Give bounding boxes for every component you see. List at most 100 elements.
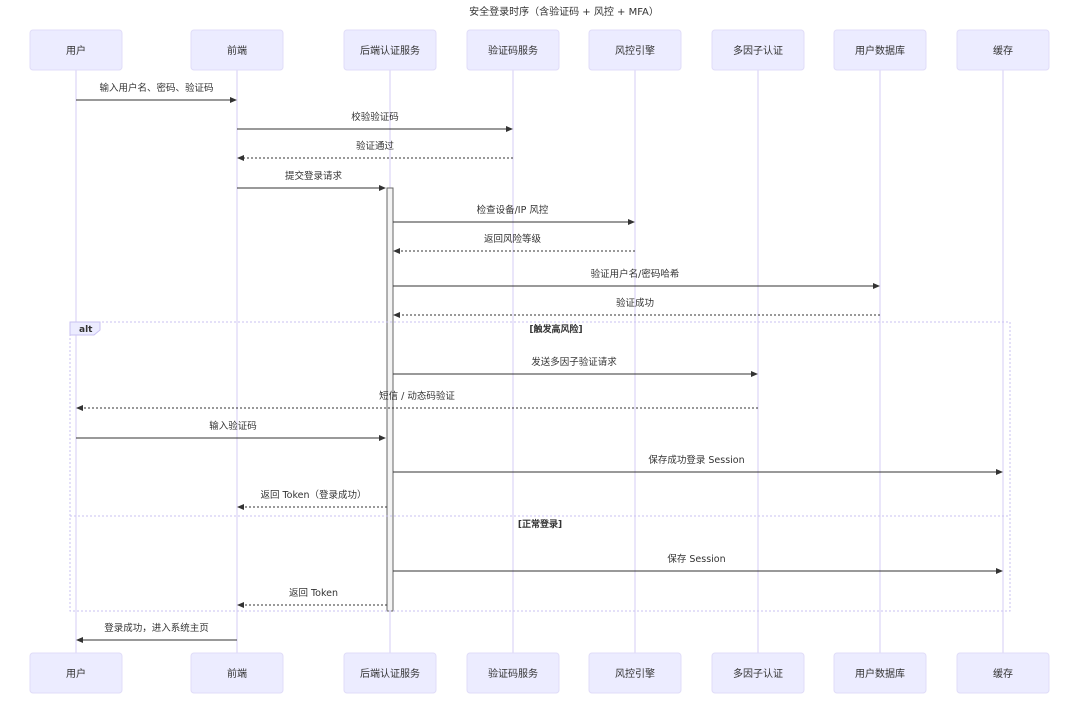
arrowhead-icon [873,283,880,289]
participant-label: 后端认证服务 [360,44,420,57]
participant-box [588,652,682,694]
alt-condition-high-risk: [触发高风险] [529,323,582,335]
participant-top: 后端认证服务 [343,29,437,71]
arrowhead-icon [76,405,83,411]
message-label: 提交登录请求 [285,170,343,182]
participant-label: 前端 [227,667,247,680]
participant-label: 风控引擎 [615,44,655,57]
message: 发送多因子验证请求 [393,356,758,377]
participant-label: 用户数据库 [855,667,905,680]
message-label: 发送多因子验证请求 [531,356,617,368]
participant-box [956,652,1050,694]
arrowhead-icon [379,435,386,441]
participant-top: 风控引擎 [588,29,682,71]
arrowhead-icon [506,126,513,132]
participant-box [343,29,437,71]
message: 保存成功登录 Session [393,454,1003,475]
message: 返回 Token [237,587,387,608]
message-label: 输入验证码 [209,420,257,432]
message-label: 验证用户名/密码哈希 [591,268,680,280]
message-label: 验证成功 [616,297,654,309]
participant-box [833,29,927,71]
message-label: 检查设备/IP 风控 [477,204,549,216]
alt-label: alt [79,325,93,335]
participant-box [343,652,437,694]
participant-label: 验证码服务 [488,44,538,57]
participant-label: 多因子认证 [733,44,783,57]
participant-box [466,29,560,71]
arrowhead-icon [393,312,400,318]
participant-box [190,29,284,71]
participant-box [956,29,1050,71]
arrowhead-icon [237,155,244,161]
participant-top: 多因子认证 [711,29,805,71]
arrowhead-icon [76,637,83,643]
participant-label: 风控引擎 [615,667,655,680]
arrowhead-icon [996,469,1003,475]
message-label: 校验验证码 [351,111,399,123]
participant-label: 前端 [227,44,247,57]
message-label: 返回风险等级 [484,233,542,245]
participant-bottom: 缓存 [956,652,1050,694]
participant-label: 多因子认证 [733,667,783,680]
message: 输入验证码 [76,420,386,441]
participant-label: 缓存 [993,667,1013,680]
alt-fragment: alt [触发高风险] [正常登录] [69,321,1011,612]
participant-bottom: 验证码服务 [466,652,560,694]
arrowhead-icon [237,504,244,510]
message-label: 保存 Session [667,553,725,565]
message: 返回风险等级 [393,233,635,254]
arrowhead-icon [628,219,635,225]
message: 检查设备/IP 风控 [393,204,635,225]
participant-box [190,652,284,694]
participant-top: 用户数据库 [833,29,927,71]
participant-label: 缓存 [993,44,1013,57]
message: 验证通过 [237,140,513,161]
participant-box [466,652,560,694]
arrowhead-icon [237,602,244,608]
message-label: 登录成功，进入系统主页 [104,622,209,634]
message: 验证用户名/密码哈希 [393,268,880,289]
participant-bottom: 后端认证服务 [343,652,437,694]
message-label: 返回 Token [289,587,338,599]
participant-box [588,29,682,71]
participant-box [29,29,123,71]
alt-condition-normal: [正常登录] [518,518,562,530]
message: 验证成功 [393,297,880,318]
participant-label: 用户 [66,667,86,680]
arrowhead-icon [230,97,237,103]
message-label: 验证通过 [356,140,395,152]
participant-top: 用户 [29,29,123,71]
arrowhead-icon [751,371,758,377]
message: 输入用户名、密码、验证码 [76,82,237,103]
message-label: 短信 / 动态码验证 [379,390,455,402]
participant-bottom: 用户 [29,652,123,694]
participant-box [711,652,805,694]
message: 校验验证码 [237,111,513,132]
participant-box [833,652,927,694]
message-label: 保存成功登录 Session [648,454,744,466]
diagram-title: 安全登录时序（含验证码 + 风控 + MFA） [469,5,659,18]
participant-top: 验证码服务 [466,29,560,71]
message: 保存 Session [393,553,1003,574]
arrowhead-icon [996,568,1003,574]
participant-bottom: 风控引擎 [588,652,682,694]
arrowhead-icon [393,248,400,254]
message: 登录成功，进入系统主页 [76,622,237,643]
participant-label: 用户数据库 [855,44,905,57]
participant-label: 后端认证服务 [360,667,420,680]
message: 提交登录请求 [237,170,386,191]
participant-bottom: 多因子认证 [711,652,805,694]
participant-bottom: 前端 [190,652,284,694]
participant-box [711,29,805,71]
message-label: 输入用户名、密码、验证码 [99,82,213,94]
message: 返回 Token（登录成功） [237,489,387,510]
message-label: 返回 Token（登录成功） [260,489,366,501]
participant-top: 缓存 [956,29,1050,71]
arrowhead-icon [379,185,386,191]
participant-label: 用户 [66,44,86,57]
participant-bottom: 用户数据库 [833,652,927,694]
participant-top: 前端 [190,29,284,71]
participant-label: 验证码服务 [488,667,538,680]
